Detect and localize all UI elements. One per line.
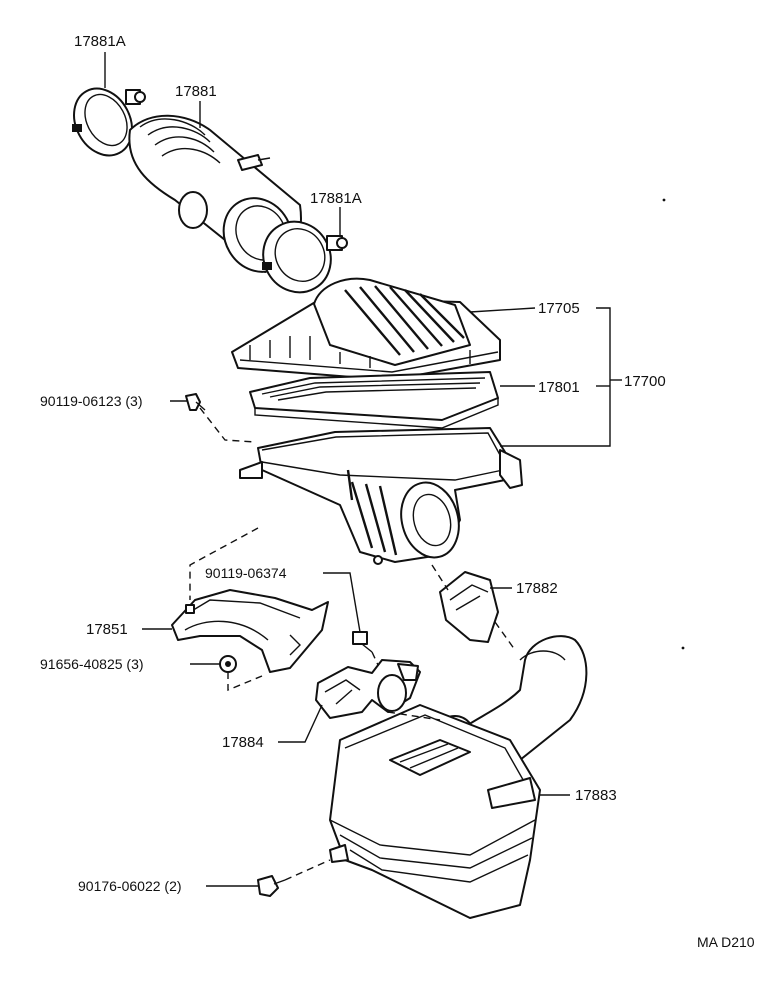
- label-cap-sub-assy: 17705: [538, 300, 580, 317]
- label-resonator-hose: 17884: [222, 734, 264, 751]
- inlet-duct-part: [439, 571, 499, 643]
- label-bolt-top: 90119-06123 (3): [40, 393, 142, 409]
- bracket-part: [171, 589, 329, 673]
- resonator-hose-part: [315, 659, 421, 719]
- page-code: MA D210: [697, 934, 755, 950]
- assembly-lines: [189, 407, 516, 881]
- label-bolt-middle: 90119-06374: [205, 565, 287, 581]
- label-cleaner-assy: 17700: [624, 373, 666, 390]
- clip-part: [219, 655, 237, 673]
- resonator-part: [329, 635, 588, 919]
- label-filter-element: 17801: [538, 379, 580, 396]
- label-inlet-duct: 17882: [516, 580, 558, 597]
- bolt-bottom-part: [257, 875, 286, 897]
- cleaner-case-part: [239, 427, 523, 565]
- cleaner-cap-part: [231, 277, 501, 381]
- leader-lines: [104, 52, 622, 887]
- label-clamp-top: 17881A: [74, 33, 126, 50]
- label-resonator: 17883: [575, 787, 617, 804]
- intake-hose-group: [72, 87, 348, 294]
- filter-element-part: [249, 371, 499, 429]
- bolt-middle-part: [352, 631, 373, 653]
- clamp-top-part: [72, 87, 146, 157]
- bolt-top-part: [185, 393, 206, 411]
- label-bracket: 17851: [86, 621, 128, 638]
- label-intake-hose: 17881: [175, 83, 217, 100]
- clamp-lower-part: [262, 220, 348, 294]
- label-clip: 91656-40825 (3): [40, 656, 144, 672]
- label-bolt-bottom: 90176-06022 (2): [78, 878, 182, 894]
- label-clamp-lower: 17881A: [310, 190, 362, 207]
